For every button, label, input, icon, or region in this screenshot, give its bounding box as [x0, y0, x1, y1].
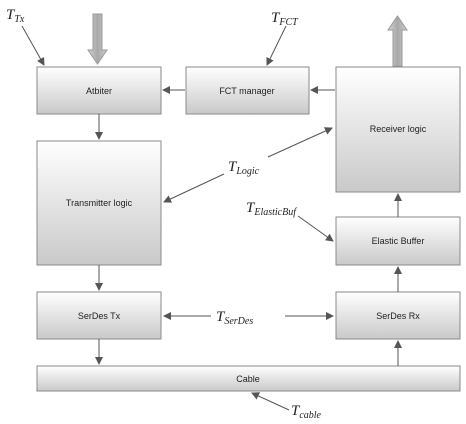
- pointer-t-elasticbuf: [297, 215, 334, 242]
- t-fct-label: TFCT: [271, 10, 299, 28]
- receiver-logic-block: Receiver logic: [335, 66, 461, 193]
- serdes-tx-block: SerDes Tx: [36, 291, 162, 340]
- arbiter-label: Atbiter: [86, 86, 112, 96]
- pointer-t-tx: [21, 25, 45, 66]
- pointer-t-cable: [251, 392, 290, 411]
- pointer-t-fct: [266, 25, 287, 66]
- t-elasticbuf-label: TElasticBuf: [246, 200, 297, 218]
- fct-manager-block: FCT manager: [185, 66, 310, 115]
- pointer-t-logic-receiver: [267, 127, 333, 158]
- t-tx-label: TTx: [6, 7, 25, 25]
- transmitter-logic-label: Transmitter logic: [66, 198, 133, 208]
- input-arrow: [87, 13, 108, 65]
- output-arrow: [387, 15, 408, 67]
- elastic-buffer-block: Elastic Buffer: [335, 216, 461, 266]
- t-cable-label: Tcable: [291, 403, 322, 421]
- cable-block: Cable: [36, 365, 461, 392]
- transmitter-logic-block: Transmitter logic: [36, 140, 162, 266]
- t-logic-label: TLogic: [228, 159, 260, 177]
- serdes-rx-label: SerDes Rx: [376, 311, 420, 321]
- cable-label: Cable: [236, 374, 260, 384]
- arbiter-block: Atbiter: [36, 66, 162, 115]
- t-serdes-label: TSerDes: [216, 309, 253, 327]
- serdes-tx-label: SerDes Tx: [78, 311, 121, 321]
- serdes-rx-block: SerDes Rx: [335, 291, 461, 340]
- pointer-t-logic-transmitter: [163, 173, 225, 203]
- elastic-buffer-label: Elastic Buffer: [372, 236, 425, 246]
- receiver-logic-label: Receiver logic: [370, 124, 427, 134]
- fct-manager-label: FCT manager: [219, 86, 274, 96]
